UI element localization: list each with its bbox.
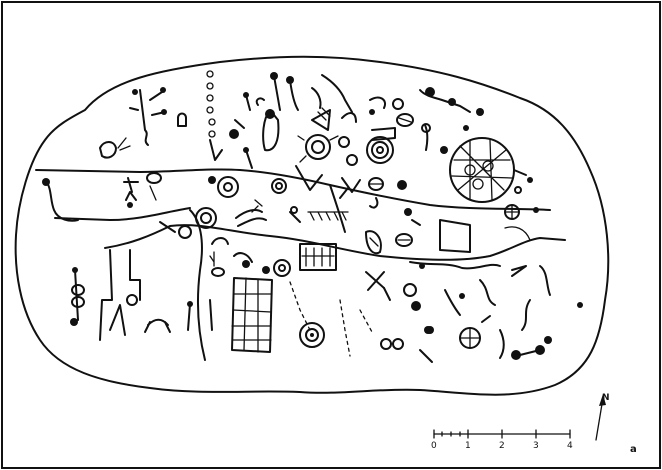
scale-label-1: 1 xyxy=(465,441,471,451)
motifs-top xyxy=(206,70,484,199)
net-circle-motif xyxy=(449,137,533,203)
rock-outline xyxy=(14,55,610,396)
motifs-lower-right xyxy=(409,261,583,360)
scale-label-2: 2 xyxy=(499,441,505,451)
motifs-band xyxy=(159,176,539,239)
scale-bar: 0 1 2 3 4 xyxy=(431,429,573,451)
scale-label-0: 0 xyxy=(431,441,437,451)
north-label: N xyxy=(602,393,610,403)
scale-label-4: 4 xyxy=(567,441,573,451)
north-arrow: N xyxy=(595,393,610,441)
motifs-left xyxy=(42,87,187,341)
motifs-lower-center xyxy=(187,230,433,363)
scale-label-3: 3 xyxy=(533,441,539,451)
panel-letter: a xyxy=(630,444,637,455)
